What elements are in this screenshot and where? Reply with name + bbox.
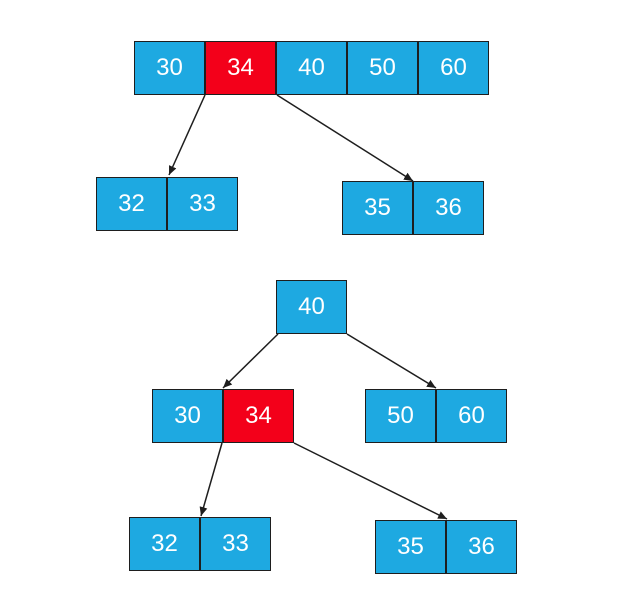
key-cell: 32	[96, 177, 167, 231]
key-cell: 60	[418, 41, 489, 95]
key-cell: 33	[167, 177, 238, 231]
key-cell: 40	[276, 41, 347, 95]
arrow-mid-left	[199, 442, 223, 517]
key-cell: 35	[342, 181, 413, 235]
key-cell: 35	[375, 520, 446, 574]
arrow-top-right	[276, 94, 414, 182]
key-cell-highlighted: 34	[205, 41, 276, 95]
arrow-root-right	[346, 333, 437, 389]
arrow-top-left	[168, 94, 206, 176]
key-cell: 30	[152, 389, 223, 443]
key-cell: 50	[347, 41, 418, 95]
key-cell: 50	[365, 389, 436, 443]
key-cell: 33	[200, 517, 271, 571]
key-cell: 36	[413, 181, 484, 235]
key-cell: 60	[436, 389, 507, 443]
key-cell-highlighted: 34	[223, 389, 294, 443]
key-cell: 30	[134, 41, 205, 95]
key-cell: 36	[446, 520, 517, 574]
key-cell: 40	[276, 280, 347, 334]
arrow-root-left	[222, 333, 279, 389]
arrow-mid-right	[293, 442, 448, 520]
key-cell: 32	[129, 517, 200, 571]
